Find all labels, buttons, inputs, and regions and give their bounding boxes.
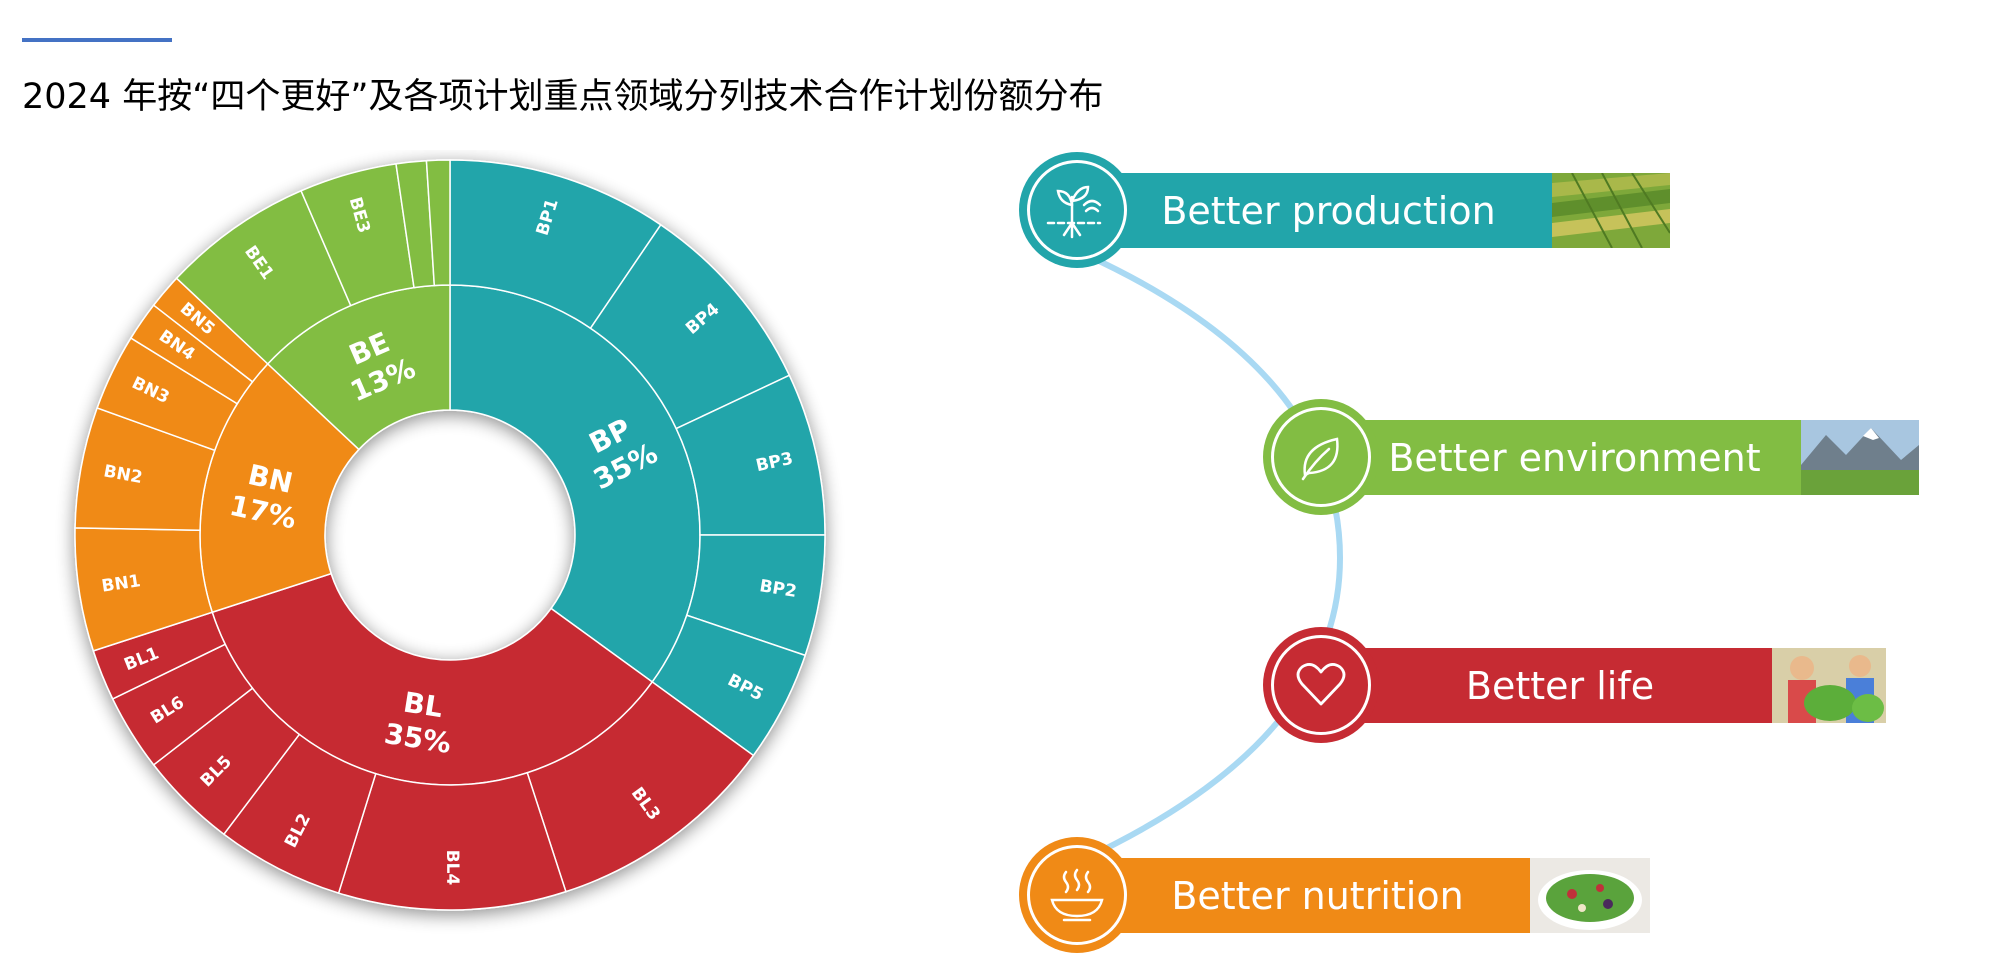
segment-bl4 [337, 771, 567, 911]
environment-label-bar: Better environment [1348, 420, 1801, 495]
production-label: Better production [1161, 188, 1496, 233]
life-label-bar: Better life [1348, 648, 1772, 723]
environment-icon-circle [1263, 399, 1379, 515]
nutrition-label-bar: Better nutrition [1105, 858, 1530, 933]
segment-be-minor-3 [425, 159, 451, 287]
nutrition-label: Better nutrition [1171, 873, 1464, 918]
nutrition-icon-circle [1019, 837, 1135, 953]
mountain-meadow-image [1801, 420, 1919, 495]
segment-label-bl4: BL4 [442, 850, 462, 886]
environment-label: Better environment [1388, 435, 1761, 480]
page-title: 2024 年按“四个更好”及各项计划重点领域分列技术合作计划份额分布 [22, 77, 1104, 117]
life-icon-circle [1263, 627, 1379, 743]
children-vegetables-image [1772, 648, 1886, 723]
group-label-bn: BN17% [227, 456, 307, 536]
sunburst-chart: BP35%BP1BP4BP3BP2BP5BL35%BL3BL4BL2BL5BL6… [74, 159, 826, 911]
title-accent-line [22, 38, 172, 42]
plant-growth-icon [1046, 185, 1102, 239]
production-label-bar: Better production [1105, 173, 1552, 248]
farmland-image [1552, 173, 1670, 248]
life-label: Better life [1465, 663, 1655, 708]
connector-arc [1080, 250, 1344, 863]
hot-meal-icon [1050, 868, 1104, 922]
salad-bowl-image [1530, 858, 1650, 933]
heart-icon [1296, 663, 1346, 706]
leaf-icon [1301, 437, 1339, 481]
production-icon-circle [1019, 152, 1135, 268]
